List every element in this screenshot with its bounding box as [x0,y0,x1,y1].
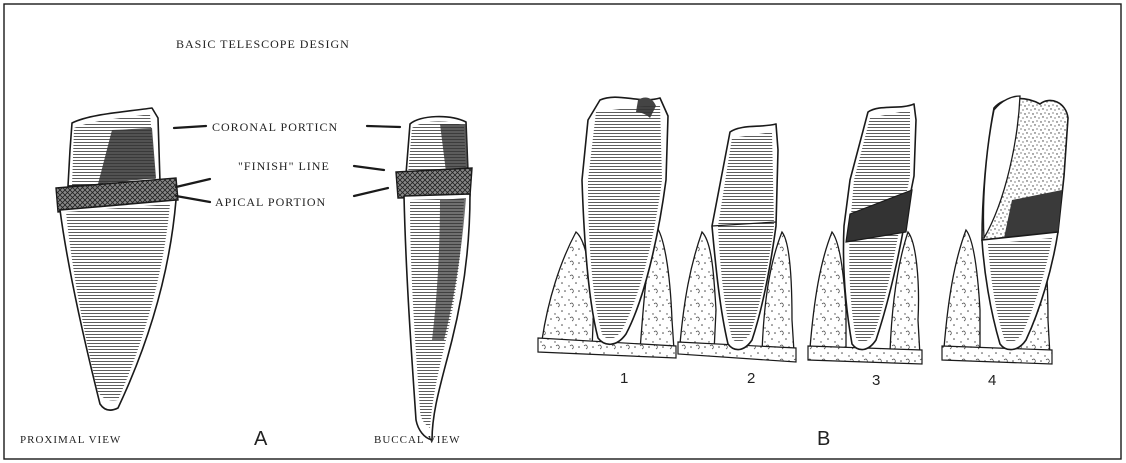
apical-portion-label: APICAL PORTION [215,195,326,209]
panel-a-letter: A [254,428,268,450]
figure-title: BASIC TELESCOPE DESIGN [176,37,350,51]
panel-b-letter: B [817,428,830,450]
step-1-label: 1 [620,370,628,387]
buccal-view-caption: BUCCAL VIEW [374,434,460,446]
coronal-portion-label: CORONAL PORTICN [212,120,338,134]
finish-line-label: "FINISH" LINE [238,159,330,173]
step-2-tooth-illustration [678,124,796,362]
step-1-tooth-illustration [538,97,676,358]
buccal-view-tooth-illustration [396,117,472,440]
proximal-view-caption: PROXIMAL VIEW [20,434,121,446]
step-2-label: 2 [747,370,755,387]
proximal-view-tooth-illustration [56,108,178,410]
step-3-label: 3 [872,372,880,389]
step-4-tooth-illustration [942,96,1068,364]
step-3-tooth-illustration [808,104,922,364]
step-4-label: 4 [988,372,996,389]
